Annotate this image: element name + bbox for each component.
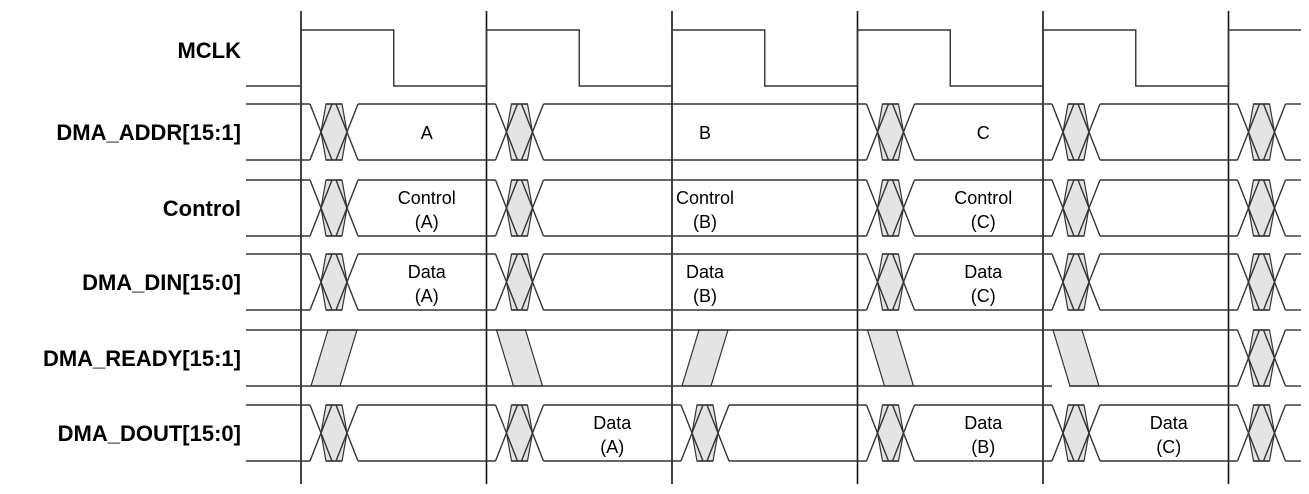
bus-value-label: Data [686, 262, 725, 282]
waveforms [246, 29, 1301, 462]
bus-value-label: Control [676, 188, 734, 208]
bus-transition [680, 404, 730, 462]
bus-transition-fill [320, 404, 348, 462]
signal-label-dma-din-15-0: DMA_DIN[15:0] [82, 270, 241, 295]
bus-transition [1051, 404, 1101, 462]
bus-value-label: Control [954, 188, 1012, 208]
bus-transition-fill [1247, 179, 1276, 237]
bus-value-label: Data [964, 413, 1003, 433]
bus-value-label: B [699, 123, 711, 143]
bus-transition [1236, 329, 1287, 387]
bus-transition-fill [1062, 103, 1090, 161]
bus-transition-fill [505, 103, 534, 161]
bus-value-label: (B) [693, 286, 717, 306]
bus-transition-fill [876, 179, 905, 237]
bus-transition-fill [505, 253, 534, 311]
bus-transition [865, 404, 916, 462]
value-labels: A B C Control (A) Control (B) Control (C) Data (A)… [398, 123, 1189, 457]
bus-transition-fill [505, 179, 534, 237]
bus-transition-fill [876, 253, 905, 311]
bus-transition [309, 103, 359, 161]
bus-transition-fill [1247, 404, 1276, 462]
bus-value-label: Data [964, 262, 1003, 282]
bus-value-label: (C) [971, 212, 996, 232]
ready-transition-rise [681, 329, 729, 387]
bus-transition [494, 404, 545, 462]
bus-transition-fill [505, 404, 534, 462]
signal-label-dma-dout-15-0: DMA_DOUT[15:0] [58, 421, 241, 446]
bus-transition [1236, 253, 1287, 311]
bus-transition-fill [1062, 179, 1090, 237]
bus-transition-fill [1062, 253, 1090, 311]
bus-transition [309, 253, 359, 311]
signal-label-control: Control [163, 196, 241, 221]
waveform-dma-ready-15-1 [246, 329, 1301, 387]
bus-transition-fill [1247, 329, 1276, 387]
bus-value-label: (A) [415, 286, 439, 306]
signal-label-mclk: MCLK [177, 38, 241, 63]
bus-value-label: (B) [693, 212, 717, 232]
ready-transition-rise [310, 329, 358, 387]
bus-transition [494, 103, 545, 161]
bus-transition [1236, 404, 1287, 462]
bus-transition-fill [320, 253, 348, 311]
bus-transition-fill [320, 179, 348, 237]
bus-transition-fill [691, 404, 719, 462]
bus-transition-fill [876, 404, 905, 462]
bus-transition-fill [1247, 103, 1276, 161]
bus-value-label: Control [398, 188, 456, 208]
bus-transition-fill [1062, 404, 1090, 462]
bus-value-label: (C) [1156, 437, 1181, 457]
bus-transition [865, 179, 916, 237]
bus-transition [1236, 103, 1287, 161]
bus-value-label: (B) [971, 437, 995, 457]
bus-transition [865, 103, 916, 161]
bus-transition-fill [320, 103, 348, 161]
signal-label-dma-ready-15-1: DMA_READY[15:1] [43, 346, 241, 371]
bus-value-label: (A) [600, 437, 624, 457]
bus-value-label: A [421, 123, 433, 143]
bus-transition [494, 179, 545, 237]
bus-value-label: Data [593, 413, 632, 433]
bus-value-label: (C) [971, 286, 996, 306]
bus-transition [1051, 179, 1101, 237]
bus-transition [494, 253, 545, 311]
ready-transition-fall [495, 329, 544, 387]
bus-transition [309, 179, 359, 237]
waveform-dma-din-15-0 [246, 253, 1301, 311]
bus-value-label: Data [1150, 413, 1189, 433]
waveform-dma-dout-15-0 [246, 404, 1301, 462]
bus-value-label: Data [408, 262, 447, 282]
bus-transition [865, 253, 916, 311]
waveform-mclk [246, 29, 1301, 87]
bus-value-label: (A) [415, 212, 439, 232]
bus-transition [309, 404, 359, 462]
ready-transition-fall [1052, 329, 1100, 387]
bus-transition [1051, 103, 1101, 161]
ready-transition-fall [866, 329, 915, 387]
clock-wave [246, 29, 1301, 87]
bus-transition [1051, 253, 1101, 311]
signal-label-dma-addr-15-1: DMA_ADDR[15:1] [56, 120, 241, 145]
bus-transition-fill [1247, 253, 1276, 311]
waveform-control [246, 179, 1301, 237]
bus-transition-fill [876, 103, 905, 161]
bus-transition [1236, 179, 1287, 237]
bus-value-label: C [977, 123, 990, 143]
waveform-dma-addr-15-1 [246, 103, 1301, 161]
